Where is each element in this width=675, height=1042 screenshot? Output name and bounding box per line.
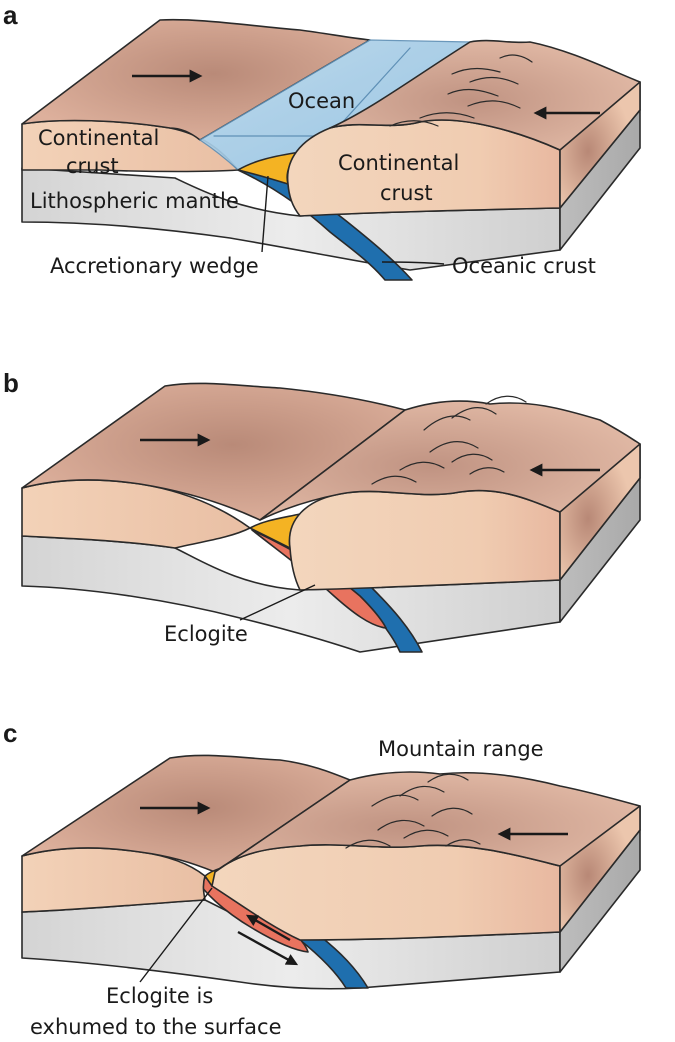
continental-crust-right-side-b <box>288 489 561 591</box>
label-continental-left-2: crust <box>66 154 119 178</box>
ridges-c <box>345 773 481 849</box>
ridges-b <box>371 395 527 485</box>
continental-crust-right-end-a <box>559 81 641 209</box>
label-ocean: Ocean <box>288 89 355 113</box>
label-continental-right-2: crust <box>380 181 433 205</box>
leader-eclogite <box>239 584 316 621</box>
leader-wedge <box>261 175 269 253</box>
label-mountain-range: Mountain range <box>378 737 544 761</box>
exhumation-arrow-up <box>245 914 291 942</box>
continental-crust-right-end-c <box>559 805 641 933</box>
leader-oceanic <box>381 261 445 265</box>
label-continental-left-1: Continental <box>38 126 159 150</box>
label-exhumed-2: exhumed to the surface <box>30 1015 282 1039</box>
label-continental-right-1: Continental <box>338 151 459 175</box>
panel-b: b Eclogite <box>3 368 641 653</box>
exhumation-arrow-down <box>237 930 299 966</box>
continental-crust-right-end-b <box>559 443 641 581</box>
label-exhumed-1: Eclogite is <box>106 984 213 1008</box>
ridges-a <box>389 54 533 127</box>
panel-letter-c: c <box>3 718 17 748</box>
panel-c: c <box>3 718 641 1039</box>
panel-letter-a: a <box>3 0 18 30</box>
label-eclogite: Eclogite <box>164 622 248 646</box>
label-accretionary-wedge: Accretionary wedge <box>50 254 259 278</box>
label-lithospheric-mantle: Lithospheric mantle <box>30 189 239 213</box>
label-oceanic-crust: Oceanic crust <box>452 254 596 278</box>
panel-a: a <box>3 0 641 281</box>
leader-exhumed <box>139 887 213 983</box>
panel-letter-b: b <box>3 368 19 398</box>
continental-crust-right-top-a <box>329 39 641 151</box>
